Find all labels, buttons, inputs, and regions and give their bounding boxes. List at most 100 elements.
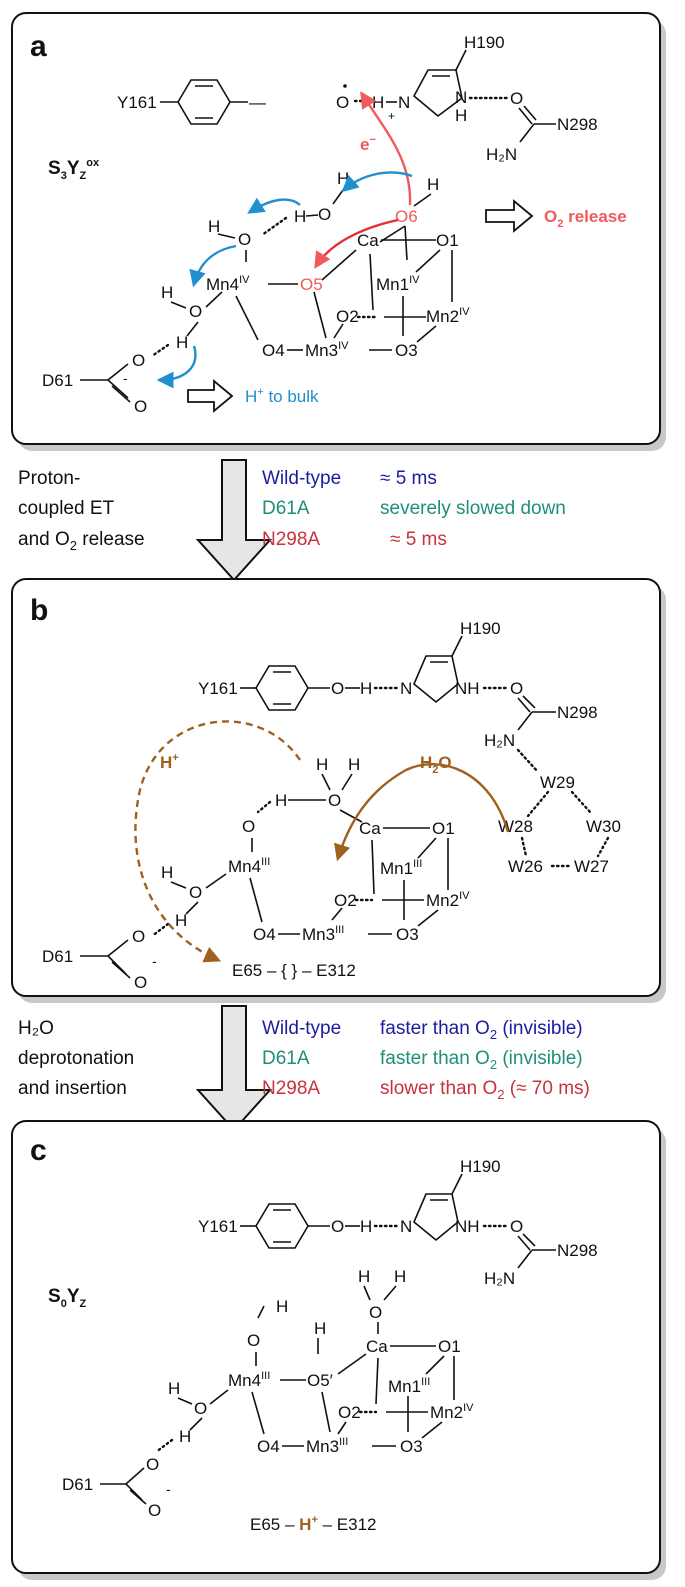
- svg-text:D61: D61: [62, 1475, 93, 1494]
- svg-text:-: -: [123, 370, 128, 386]
- glu-c: E65 – H+ – E312: [250, 1514, 376, 1534]
- svg-text:Ca: Ca: [359, 819, 381, 838]
- svg-text:+: +: [388, 109, 395, 123]
- svg-text:H190: H190: [460, 619, 501, 638]
- o5-label: O5: [300, 275, 323, 294]
- svg-text:N298A: N298A: [262, 1078, 320, 1099]
- panel-a-letter: a: [30, 30, 47, 63]
- svg-text:deprotonation: deprotonation: [18, 1048, 134, 1069]
- svg-text:Y161: Y161: [198, 679, 238, 698]
- svg-text:O1: O1: [438, 1337, 461, 1356]
- svg-text:≈ 5 ms: ≈ 5 ms: [390, 529, 447, 550]
- svg-text:faster than O2 (invisible): faster than O2 (invisible): [380, 1048, 583, 1072]
- y161-label: Y161: [117, 93, 157, 112]
- svg-text:O1: O1: [432, 819, 455, 838]
- svg-text:O: O: [148, 1501, 161, 1520]
- svg-text:O3: O3: [400, 1437, 423, 1456]
- svg-text:Y161: Y161: [198, 1217, 238, 1236]
- hplus-label-b: H+: [160, 752, 179, 772]
- svg-text:H: H: [275, 791, 287, 810]
- mn3-a: Mn3IV: [305, 340, 349, 360]
- svg-text:O: O: [132, 351, 145, 370]
- svg-text:faster than O2 (invisible): faster than O2 (invisible): [380, 1018, 583, 1042]
- svg-text:H: H: [337, 169, 349, 188]
- svg-text:H: H: [294, 207, 306, 226]
- svg-text:D61A: D61A: [262, 1048, 310, 1069]
- svg-text:slower than O2 (≈ 70 ms): slower than O2 (≈ 70 ms): [380, 1078, 590, 1102]
- svg-text:O3: O3: [396, 925, 419, 944]
- svg-text:-: -: [152, 953, 157, 969]
- electron-label: e−: [360, 134, 376, 154]
- d61-a: D61: [42, 371, 73, 390]
- svg-text:H: H: [314, 1319, 326, 1338]
- svg-text:O: O: [189, 302, 202, 321]
- mn1-c: Mn1III: [388, 1376, 430, 1396]
- mn2-a: Mn2IV: [426, 306, 470, 326]
- svg-text:H190: H190: [460, 1157, 501, 1176]
- svg-text:Ca: Ca: [357, 231, 379, 250]
- mn2-c: Mn2IV: [430, 1402, 474, 1422]
- svg-text:O: O: [134, 397, 147, 416]
- state-label-c: S0YZ: [48, 1286, 87, 1310]
- svg-text:O: O: [242, 817, 255, 836]
- svg-text:O: O: [510, 89, 523, 108]
- svg-text:H: H: [161, 863, 173, 882]
- svg-text:O: O: [510, 1217, 523, 1236]
- mn4-b: Mn4III: [228, 856, 270, 876]
- mn3-b: Mn3III: [302, 924, 344, 944]
- h-bulk-label: H+ to bulk: [245, 386, 319, 406]
- svg-text:H: H: [208, 217, 220, 236]
- svg-text:N: N: [400, 1217, 412, 1236]
- svg-text:NH: NH: [455, 1217, 480, 1236]
- svg-text:N298: N298: [557, 1241, 598, 1260]
- mn4-a: Mn4IV: [206, 274, 250, 294]
- n298-label: N298: [557, 115, 598, 134]
- svg-text:D61A: D61A: [262, 498, 310, 519]
- svg-text:≈ 5 ms: ≈ 5 ms: [380, 468, 437, 489]
- mn1-a: Mn1IV: [376, 274, 420, 294]
- svg-text:W29: W29: [540, 773, 575, 792]
- svg-text:H: H: [358, 1267, 370, 1286]
- svg-text:H: H: [176, 333, 188, 352]
- svg-text:Wild-type: Wild-type: [262, 1018, 341, 1039]
- svg-text:O: O: [328, 791, 341, 810]
- svg-text:H₂N: H₂N: [484, 731, 515, 750]
- svg-text:O3: O3: [395, 341, 418, 360]
- panel-b-letter: b: [30, 594, 48, 627]
- svg-text:Wild-type: Wild-type: [262, 468, 341, 489]
- svg-text:H: H: [161, 283, 173, 302]
- svg-text:O: O: [238, 230, 251, 249]
- svg-text:H: H: [179, 1427, 191, 1446]
- svg-text:severely slowed down: severely slowed down: [380, 498, 566, 519]
- mn2-b: Mn2IV: [426, 890, 470, 910]
- svg-text:Proton-: Proton-: [18, 468, 80, 489]
- h190-label: H190: [464, 33, 505, 52]
- svg-text:O: O: [132, 927, 145, 946]
- svg-text:H: H: [175, 911, 187, 930]
- svg-text:N: N: [400, 679, 412, 698]
- svg-text:H₂O: H₂O: [18, 1018, 54, 1039]
- svg-text:H: H: [372, 93, 384, 112]
- mn1-b: Mn1III: [380, 858, 422, 878]
- panel-c-letter: c: [30, 1134, 47, 1167]
- transition-1-line3: and O2 release: [18, 529, 145, 553]
- o6-label: O6: [395, 207, 418, 226]
- svg-text:O1: O1: [436, 231, 459, 250]
- svg-text:O: O: [336, 93, 349, 112]
- svg-text:O: O: [146, 1455, 159, 1474]
- svg-text:O4: O4: [262, 341, 285, 360]
- svg-text:N298A: N298A: [262, 529, 320, 550]
- svg-text:O: O: [331, 1217, 344, 1236]
- svg-text:W27: W27: [574, 857, 609, 876]
- svg-text:O: O: [247, 1331, 260, 1350]
- svg-text:—: —: [249, 93, 266, 112]
- svg-text:O: O: [189, 883, 202, 902]
- mn4-c: Mn4III: [228, 1370, 270, 1390]
- o2-release-label: O2 release: [544, 207, 627, 230]
- svg-text:and insertion: and insertion: [18, 1078, 127, 1099]
- svg-text:O: O: [134, 973, 147, 992]
- svg-text:H: H: [316, 755, 328, 774]
- svg-text:H₂N: H₂N: [484, 1269, 515, 1288]
- svg-text:N298: N298: [557, 703, 598, 722]
